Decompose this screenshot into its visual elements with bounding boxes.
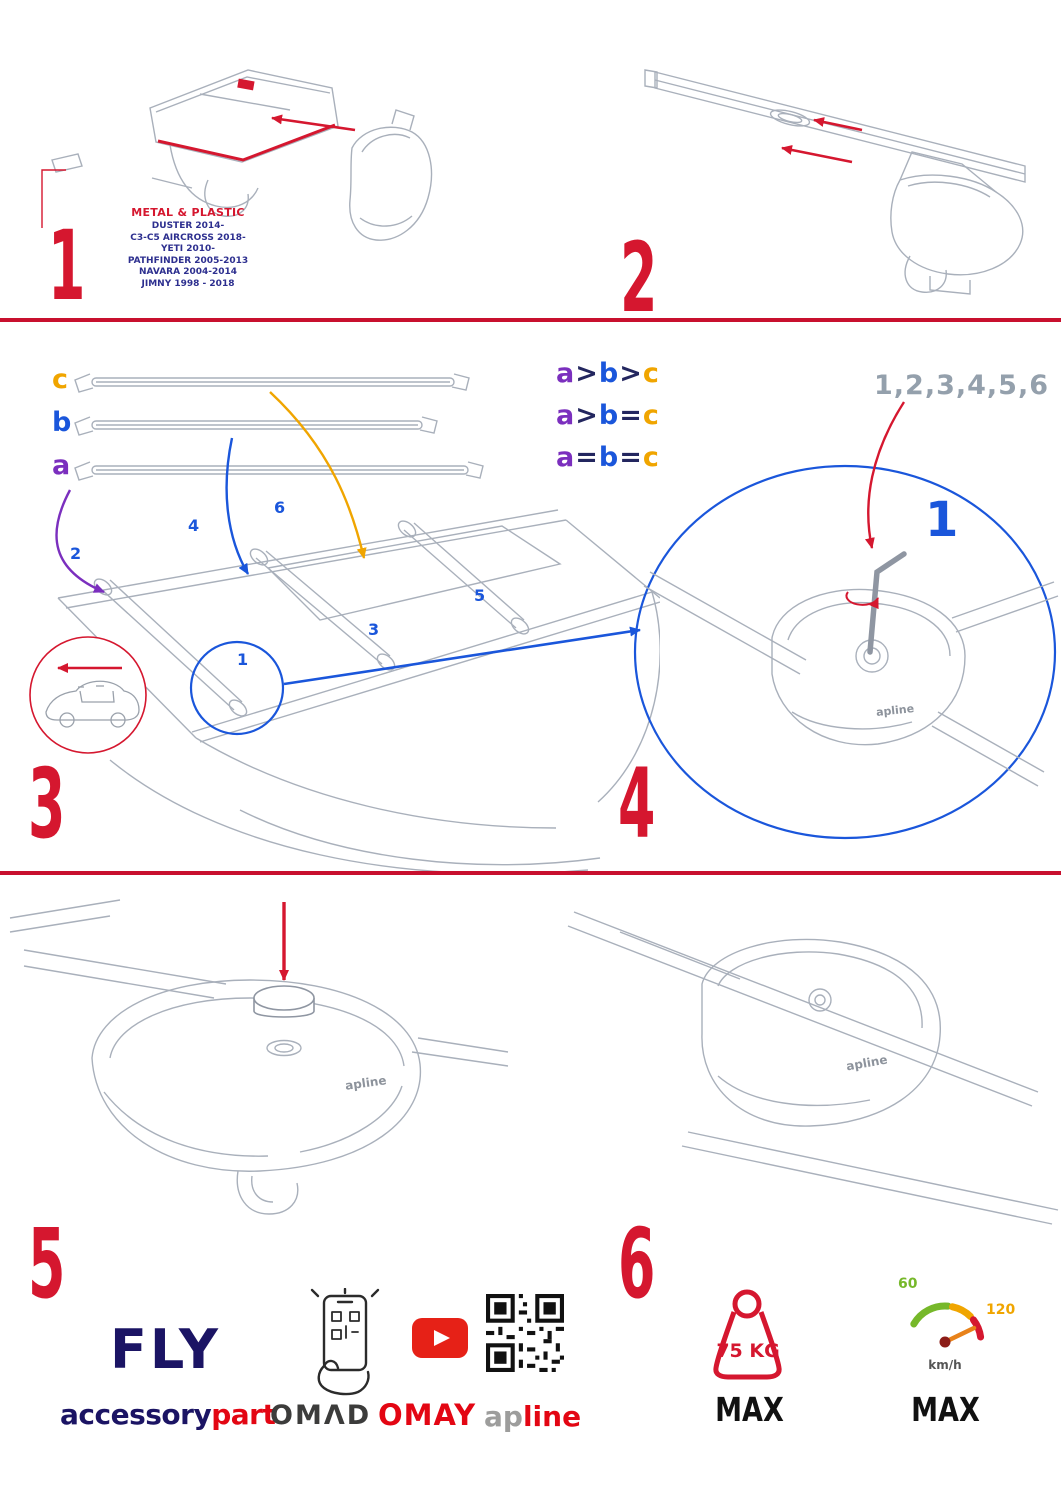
- foot-cap-lines: [9, 899, 509, 1215]
- clamp-exploded-drawing: [41, 69, 433, 241]
- tighten-arrows: [845, 401, 906, 610]
- mounted-foot-drawing: [567, 911, 1059, 1225]
- hand-phone-scan-icon: [310, 1288, 380, 1396]
- weight-icon: [713, 1289, 782, 1380]
- three-crossbars: [74, 373, 484, 481]
- car-direction-inset: [29, 636, 147, 754]
- relation-term: a: [556, 442, 575, 473]
- relation-operator: =: [619, 400, 642, 431]
- youtube-play-icon: [412, 1318, 468, 1358]
- size-relation-2: a>b=c: [556, 400, 659, 431]
- max-load-value: 75 KG: [716, 1340, 780, 1362]
- model-list: DUSTER 2014- C3-C5 AIRCROSS 2018- YETI 2…: [98, 221, 278, 290]
- tightening-sequence: 1,2,3,4,5,6: [874, 370, 1050, 401]
- relation-operator: =: [575, 442, 598, 473]
- step-number-4: 4: [618, 748, 655, 860]
- speed-high-label: 120: [986, 1302, 1016, 1318]
- brand-apline: apline: [484, 1400, 581, 1433]
- relation-operator: >: [575, 358, 598, 389]
- clamp-red-markers: [41, 114, 356, 228]
- zoom-circle: [633, 464, 1057, 840]
- brand-apline-gray: ap: [484, 1400, 523, 1433]
- qr-code-icon: [486, 1294, 564, 1372]
- model-line: DUSTER 2014-: [151, 221, 225, 231]
- sequence-step-badge: 1: [925, 492, 959, 548]
- brand-omay: OMAY: [378, 1398, 477, 1432]
- arrow-bar-c: [269, 391, 367, 559]
- relation-term: c: [642, 442, 659, 473]
- section-divider: [0, 318, 1061, 322]
- relation-operator: >: [619, 358, 642, 389]
- position-2: 2: [70, 544, 82, 563]
- relation-term: a: [556, 400, 575, 431]
- badge-mark: [237, 78, 255, 91]
- detail-circle: [189, 640, 285, 736]
- step-number-6: 6: [618, 1208, 655, 1320]
- crossbar-lines: [644, 69, 1026, 295]
- mounted-foot-lines: [567, 911, 1059, 1225]
- relation-term: b: [598, 400, 619, 431]
- foot-detail-lines: [643, 571, 1059, 787]
- position-6: 6: [274, 498, 286, 517]
- position-4: 4: [188, 516, 200, 535]
- step-number-1: 1: [48, 210, 85, 322]
- material-label: METAL & PLASTIC: [131, 206, 245, 219]
- step-number-3: 3: [28, 748, 65, 860]
- detail-pointer-arrow: [283, 626, 641, 686]
- bar-label-b: b: [52, 407, 72, 438]
- car-roof-lines: [57, 509, 660, 875]
- size-relation-3: a=b=c: [556, 442, 659, 473]
- relation-term: b: [598, 442, 619, 473]
- max-speed-label: MAX: [911, 1390, 980, 1429]
- model-line: NAVARA 2004-2014: [138, 267, 238, 277]
- model-line: C3-C5 AIRCROSS 2018-: [130, 232, 246, 243]
- brand-part-text: part: [211, 1398, 276, 1431]
- brand-apline-red: line: [522, 1400, 582, 1433]
- relation-operator: =: [619, 442, 642, 473]
- brand-accessory-text: accessory: [60, 1398, 212, 1431]
- arrow-bar-a: [55, 489, 105, 594]
- model-line: YETI 2010-: [160, 244, 216, 254]
- clamp-body-lines: [51, 69, 433, 241]
- model-line: PATHFINDER 2005-2013: [127, 255, 249, 266]
- speed-unit-label: km/h: [928, 1358, 962, 1372]
- brand-omad: OMΛD: [270, 1400, 372, 1431]
- position-5: 5: [474, 586, 486, 605]
- position-1: 1: [237, 650, 249, 669]
- brand-accessorypart: accessorypart: [60, 1398, 276, 1431]
- section-divider: [0, 871, 1061, 875]
- cover-cap-drawing: [9, 899, 509, 1215]
- relation-term: a: [556, 358, 575, 389]
- tightening-detail-drawing: [633, 401, 1059, 840]
- speedometer-icon: [910, 1302, 985, 1348]
- relation-term: c: [642, 358, 659, 389]
- step-number-2: 2: [620, 222, 657, 334]
- arrow-bar-b: [225, 437, 250, 575]
- bar-label-a: a: [52, 450, 71, 481]
- size-relation-1: a>b>c: [556, 358, 659, 389]
- cover-cap: [253, 985, 315, 1018]
- crossbar-endcap-drawing: [644, 69, 1026, 295]
- position-3: 3: [368, 620, 380, 639]
- step-number-5: 5: [28, 1208, 65, 1320]
- roof-layout-drawing: [29, 373, 660, 875]
- bar-label-c: c: [52, 364, 69, 395]
- relation-operator: >: [575, 400, 598, 431]
- model-line: JIMNY 1998 - 2018: [141, 278, 235, 289]
- relation-term: b: [598, 358, 619, 389]
- max-load-label: MAX: [715, 1390, 784, 1429]
- brand-fly: FLY: [110, 1318, 221, 1381]
- insert-arrows: [781, 117, 863, 164]
- allen-key: [867, 551, 907, 655]
- relation-term: c: [642, 400, 659, 431]
- speed-low-label: 60: [898, 1276, 918, 1292]
